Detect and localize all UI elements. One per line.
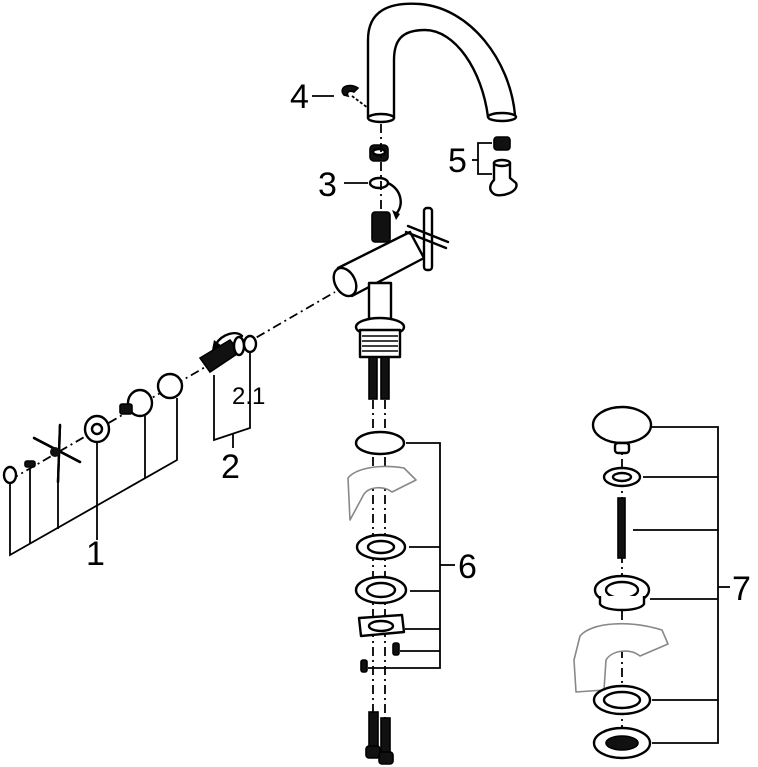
spout-nut-part <box>369 144 389 162</box>
callout-6-leader <box>368 442 455 669</box>
callout-1-leader <box>9 398 178 557</box>
callout-5-leader <box>472 142 492 175</box>
callout-4-label: 4 <box>290 78 309 116</box>
callout-3-label: 3 <box>318 166 337 204</box>
assembly-axis-valve <box>9 291 336 481</box>
callout-2-1-label: 2.1 <box>232 383 265 410</box>
pop-up-waste-parts <box>573 405 669 760</box>
valve-headpart-part <box>198 332 246 374</box>
callout-2-leader <box>213 352 251 448</box>
callout-5-label: 5 <box>448 142 467 180</box>
callout-7-leader <box>633 426 730 744</box>
rotation-arrow-head-icon <box>392 210 400 220</box>
mounting-set-parts <box>347 430 417 673</box>
callout-2-label: 2 <box>221 448 240 486</box>
faucet-body <box>332 206 450 359</box>
aerator-part <box>489 136 518 197</box>
rotation-arrow-icon <box>386 181 402 216</box>
supply-hoses <box>365 356 394 765</box>
retaining-clip-part <box>341 84 369 109</box>
callout-1-label: 1 <box>86 535 105 573</box>
o-ring-part <box>242 334 258 354</box>
callout-7-label: 7 <box>732 570 751 608</box>
handle-set-parts <box>2 372 184 485</box>
callout-6-label: 6 <box>458 548 477 586</box>
spout <box>366 2 518 124</box>
spout-seal-part <box>368 176 390 190</box>
